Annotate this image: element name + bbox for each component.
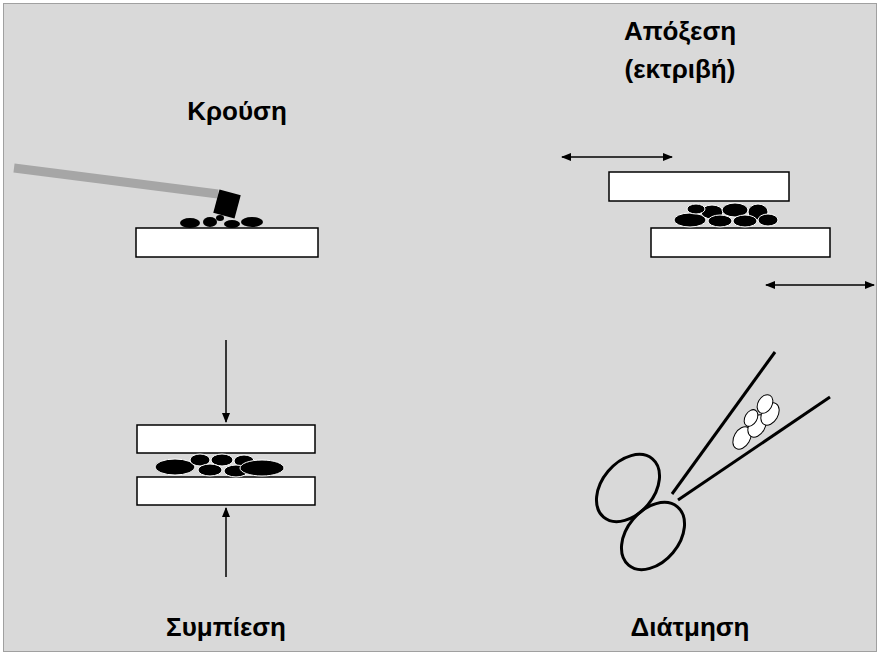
shear-figure: [584, 352, 830, 582]
mechanism-label: Συμπίεση: [116, 608, 336, 646]
mechanism-label: Διάτμηση: [580, 608, 800, 646]
compression-figure: [137, 340, 315, 577]
background-panel: [3, 3, 877, 652]
attrition-figure: [562, 157, 874, 285]
impact-figure: [14, 168, 318, 257]
mechanism-label: Απόξεση (εκτριβή): [580, 12, 780, 88]
mechanism-label: Κρούση: [127, 92, 347, 130]
